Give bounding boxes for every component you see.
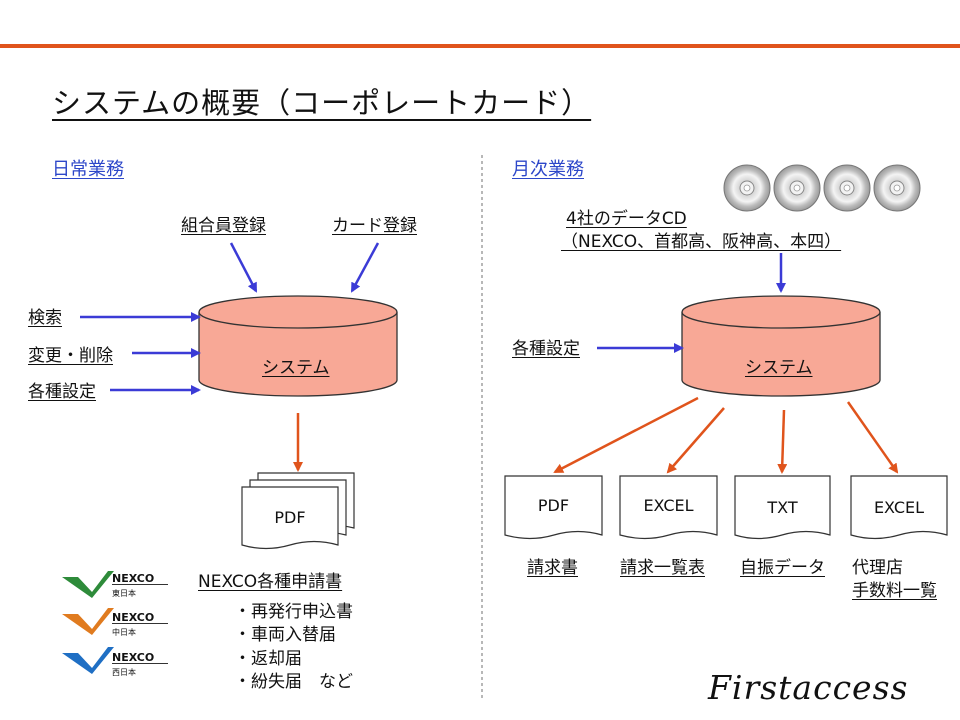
label-card-registration: カード登録 (332, 216, 417, 236)
logo-sub: 中日本 (112, 628, 136, 637)
nexco-east-logo-mark (62, 571, 114, 598)
cd-icon (873, 164, 921, 212)
nexco-central-logo-mark (62, 608, 114, 635)
arrow-member-reg (229, 242, 258, 293)
pdf-doc-label: PDF (274, 508, 306, 527)
arrow-out-pdf (553, 396, 699, 474)
system-label-monthly: システム (745, 358, 813, 378)
logo-sub: 西日本 (112, 668, 136, 677)
label-edit-delete: 変更・削除 (28, 346, 113, 366)
cd-icon (723, 164, 771, 212)
label-settings-daily: 各種設定 (28, 382, 96, 402)
arrow-out-excel2 (846, 401, 899, 474)
label-search: 検索 (28, 308, 62, 328)
system-cylinder-daily (198, 295, 398, 397)
label-member-registration: 組合員登録 (181, 216, 266, 236)
logo-rule (112, 663, 168, 664)
caption-commission-list: 手数料一覧 (852, 581, 937, 601)
form-item-return: ・返却届 (234, 649, 302, 669)
doc-excel-2 (850, 475, 948, 540)
label-settings-monthly: 各種設定 (512, 339, 580, 359)
doc-excel-1 (619, 475, 718, 540)
logo-sub: 東日本 (112, 589, 136, 598)
doc-pdf (504, 475, 603, 540)
doc-label-txt: TXT (767, 498, 798, 517)
top-accent-bar (0, 44, 960, 48)
page-title: システムの概要（コーポレートカード） (52, 86, 592, 120)
nexco-forms-title: NEXCO各種申請書 (198, 572, 343, 592)
cd-data-line2: （NEXCO、首都高、阪神高、本四） (561, 232, 842, 252)
logo-rule (112, 584, 168, 585)
caption-agency: 代理店 (852, 558, 903, 578)
form-item-reissue: ・再発行申込書 (234, 602, 353, 622)
arrow-card-reg (350, 242, 380, 293)
cd-data-line1: 4社のデータCD (566, 209, 687, 229)
system-cylinder-monthly (681, 295, 881, 397)
system-label-daily: システム (262, 358, 330, 378)
caption-transfer-data: 自振データ (740, 558, 825, 578)
form-item-loss: ・紛失届 など (234, 672, 353, 692)
doc-label-excel-2: EXCEL (873, 498, 925, 517)
cd-disc-icons (723, 164, 921, 212)
arrow-out-txt (777, 409, 788, 474)
doc-txt (734, 475, 831, 540)
doc-label-pdf: PDF (537, 496, 570, 515)
caption-invoice-list: 請求一覧表 (620, 558, 705, 578)
caption-invoice: 請求書 (527, 558, 578, 578)
cd-icon (823, 164, 871, 212)
form-item-vehicle-change: ・車両入替届 (234, 625, 336, 645)
pdf-doc-stack (241, 472, 355, 550)
doc-label-excel-1: EXCEL (643, 496, 694, 515)
logo-word: NEXCO (112, 611, 155, 624)
logo-word: NEXCO (112, 572, 155, 585)
arrow-out-excel1 (666, 407, 725, 474)
cd-icon (773, 164, 821, 212)
daily-heading: 日常業務 (52, 159, 124, 180)
logo-word: NEXCO (112, 651, 155, 664)
logo-rule (112, 623, 168, 624)
brand-logo-text: Firstaccess (708, 668, 909, 707)
nexco-west-logo-mark (62, 647, 114, 674)
monthly-heading: 月次業務 (512, 159, 584, 180)
